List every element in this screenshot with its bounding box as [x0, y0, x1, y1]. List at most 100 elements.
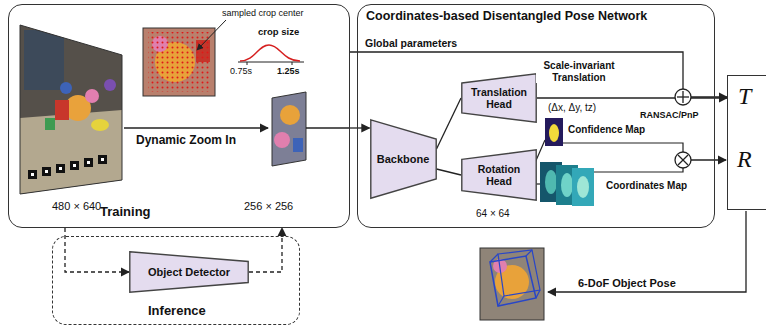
- multiply-symbol: [678, 155, 688, 165]
- image-ground: [15, 20, 125, 200]
- zoom-arrow: [124, 127, 268, 128]
- multiply-symbol: [678, 155, 688, 165]
- inference-panel: Object DetectorInference: [52, 236, 300, 325]
- leader-line: [197, 20, 226, 50]
- annotation-label: crop size: [258, 27, 299, 38]
- marker: [42, 167, 51, 176]
- background-object: [24, 30, 64, 90]
- training-panel: Training: [8, 4, 350, 228]
- toy: [104, 79, 116, 91]
- annotation-label: 6-DoF Object Pose: [578, 277, 676, 290]
- marker: [98, 155, 107, 164]
- panel-title: Coordinates-based Disentangled Pose Netw…: [366, 9, 647, 23]
- flow-connector: [249, 228, 282, 272]
- marker: [56, 164, 65, 173]
- plot-axis: [238, 62, 304, 63]
- coordinates-map: [572, 168, 594, 206]
- output-box: TR: [727, 75, 766, 210]
- flow-connector: [65, 228, 129, 272]
- feed-line: [306, 127, 350, 128]
- feed-line: [563, 143, 683, 152]
- annotation-label: Dynamic Zoom In: [136, 134, 236, 148]
- marker: [59, 167, 62, 170]
- image-ground: [270, 88, 310, 168]
- edge-label: Scale-invariant Translation: [536, 60, 622, 83]
- marker: [31, 173, 34, 176]
- add-symbol: [675, 89, 691, 105]
- toy: [280, 105, 300, 125]
- block-label: Translation Head: [468, 86, 530, 110]
- zoomed-crop-image: [270, 88, 310, 168]
- toy: [60, 82, 72, 94]
- annotation-label: Coordinates Map: [606, 180, 687, 192]
- pose-box: [498, 250, 540, 296]
- annotation-label: (Δx, Δy, tz): [548, 102, 596, 114]
- toy: [45, 118, 55, 130]
- marker: [45, 170, 48, 173]
- block-label: Rotation Head: [468, 163, 530, 187]
- image-frame: [480, 248, 544, 320]
- multiply-symbol: [675, 152, 691, 168]
- marker: [70, 161, 79, 170]
- annotation-label: 0.75s: [230, 66, 252, 76]
- annotation-label: sampled crop center: [222, 8, 304, 18]
- confidence-blob: [549, 124, 559, 142]
- toy: [293, 138, 303, 152]
- coordinates-blob: [577, 176, 589, 198]
- block-label: Backbone: [377, 153, 430, 166]
- image-frame: [272, 92, 306, 166]
- image-frame: [143, 28, 215, 96]
- flow-connector: [350, 127, 370, 128]
- panel-title: Inference: [148, 304, 206, 319]
- plot-tick: [292, 62, 293, 65]
- pose-image: [480, 248, 544, 320]
- annotation-label: 1.25s: [277, 66, 300, 76]
- annotation-label: 256 × 256: [244, 200, 293, 213]
- block-shape: [370, 120, 435, 198]
- pose-box: [490, 254, 498, 262]
- pose-box: [526, 250, 532, 256]
- annotation-label: 64 × 64: [476, 208, 510, 220]
- toy: [91, 119, 109, 131]
- pose-arrow: [548, 211, 746, 292]
- input-image: [15, 20, 125, 200]
- flow-connector: [537, 97, 727, 98]
- backbone-block: Backbone: [370, 119, 437, 199]
- coordinates-blob: [545, 170, 557, 194]
- marker: [87, 161, 90, 164]
- pose-box: [498, 296, 504, 306]
- annotation-label: Confidence Map: [568, 124, 645, 136]
- crop-center-grid: [148, 32, 210, 92]
- block-label: Object Detector: [148, 266, 230, 279]
- toy: [85, 89, 99, 103]
- crop-sample-image: [143, 28, 215, 96]
- output-symbol: T: [738, 83, 751, 111]
- block-shape: [130, 252, 248, 292]
- image-frame: [20, 25, 122, 194]
- panel-title: Training: [100, 205, 151, 220]
- pose-box: [536, 290, 540, 298]
- toy: [55, 100, 69, 120]
- toy: [274, 132, 290, 148]
- add-symbol: [682, 91, 683, 103]
- pose-box: [490, 256, 536, 306]
- block-shape: [462, 150, 536, 200]
- size-curve: [240, 45, 300, 61]
- marker: [101, 158, 104, 161]
- flow-connector: [437, 169, 462, 175]
- edge-label: Global parameters: [365, 37, 457, 49]
- marker: [84, 158, 93, 167]
- detector-block: Object Detector: [129, 251, 249, 293]
- flow-connector: [437, 98, 462, 149]
- annotation-label: 480 × 640: [52, 200, 101, 213]
- marker: [28, 170, 37, 179]
- head-block: Translation Head: [461, 73, 537, 123]
- plot-tick: [247, 62, 248, 65]
- marker: [73, 164, 76, 167]
- feed-line: [594, 168, 683, 172]
- table-surface: [20, 110, 122, 196]
- output-symbol: R: [737, 146, 752, 174]
- rotation-arrow: [691, 159, 726, 160]
- coordinates-blob: [561, 173, 573, 197]
